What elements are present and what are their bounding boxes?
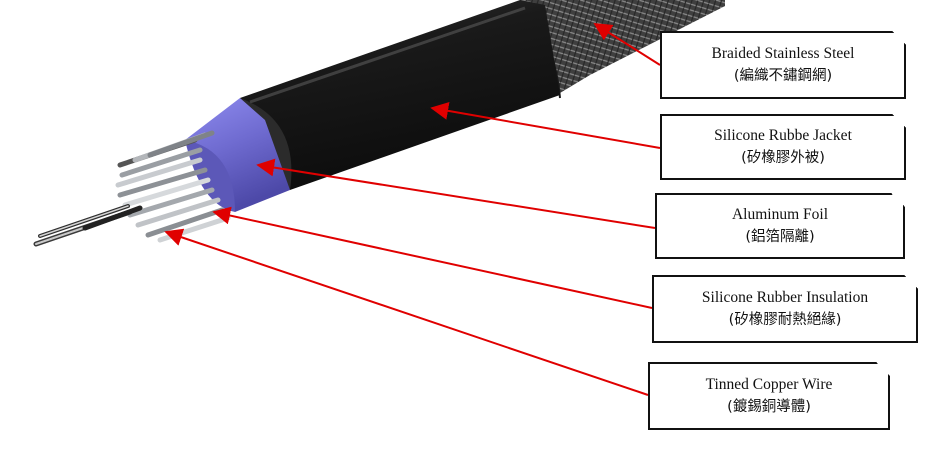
arrow-braid (593, 23, 661, 66)
arrow-jacket (430, 101, 661, 149)
braid-layer-lower (540, 0, 725, 60)
label-silicone-insulation: Silicone Rubber Insulation (矽橡膠耐熱絕緣) (652, 275, 918, 343)
insulation-wires (115, 130, 231, 243)
foil-layer (185, 98, 290, 212)
pointer-arrows (164, 23, 661, 396)
label-en: Braided Stainless Steel (711, 45, 855, 62)
label-zh: (鍍錫銅導體) (727, 399, 811, 415)
label-aluminum-foil: Aluminum Foil (鋁箔隔離) (655, 193, 905, 259)
conductor-wires (33, 204, 143, 247)
label-zh: (編織不鏽鋼網) (733, 68, 833, 84)
arrow-conductor (164, 228, 649, 396)
jacket-layer (240, 0, 560, 190)
label-silicone-jacket: Silicone Rubbe Jacket (矽橡膠外被) (660, 114, 906, 180)
label-en: Silicone Rubber Insulation (701, 289, 869, 306)
label-zh: (矽橡膠耐熱絕緣) (728, 312, 842, 328)
arrow-insulation (212, 206, 653, 309)
label-tinned-copper-wire: Tinned Copper Wire (鍍錫銅導體) (648, 362, 890, 430)
arrow-foil (256, 158, 656, 229)
label-en: Aluminum Foil (731, 206, 829, 223)
label-zh: (鋁箔隔離) (745, 229, 815, 245)
foil-end-face (185, 140, 235, 212)
label-braided-stainless-steel: Braided Stainless Steel (編織不鏽鋼網) (660, 31, 906, 99)
jacket-highlight (249, 6, 526, 104)
label-zh: (矽橡膠外被) (741, 150, 825, 166)
label-en: Tinned Copper Wire (705, 376, 833, 393)
label-en: Silicone Rubbe Jacket (714, 127, 852, 144)
